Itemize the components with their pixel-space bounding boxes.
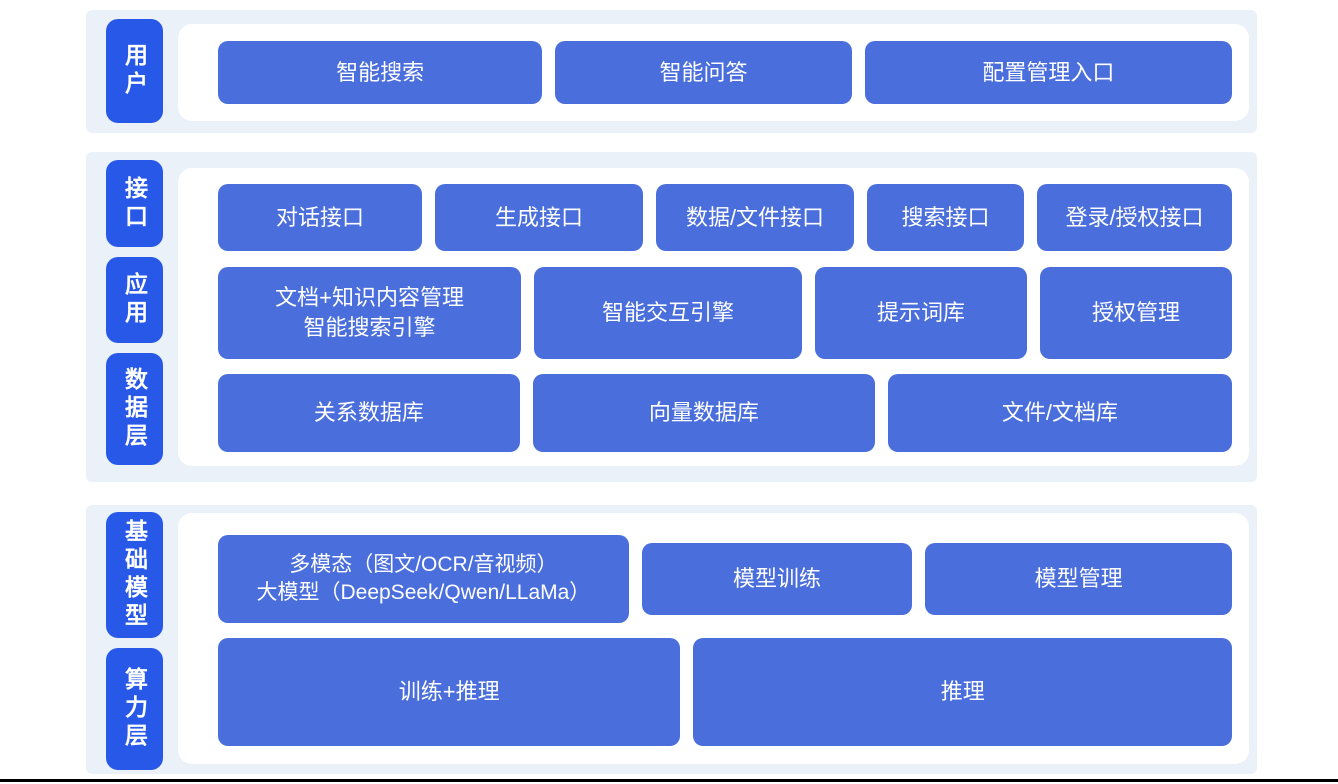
compute-row: 训练+推理 推理 [218, 638, 1232, 746]
block-training-inference: 训练+推理 [218, 638, 681, 746]
label-user-layer: 用户 [106, 19, 163, 123]
block-multimodal-llm: 多模态（图文/OCR/音视频） 大模型（DeepSeek/Qwen/LLaMa） [218, 535, 629, 623]
block-data-file-api: 数据/文件接口 [656, 184, 854, 251]
label-compute-layer: 算力层 [106, 648, 163, 770]
model-row: 多模态（图文/OCR/音视频） 大模型（DeepSeek/Qwen/LLaMa）… [218, 535, 1232, 623]
user-layer-panel: 智能搜索 智能问答 配置管理入口 [178, 24, 1249, 121]
label-application-layer: 应用 [106, 257, 163, 343]
block-auth-management: 授权管理 [1040, 266, 1232, 359]
block-search-api: 搜索接口 [867, 184, 1024, 251]
bottom-border-line [0, 779, 1338, 782]
user-layer-row: 智能搜索 智能问答 配置管理入口 [218, 41, 1232, 104]
block-line: 大模型（DeepSeek/Qwen/LLaMa） [256, 581, 591, 604]
block-login-auth-api: 登录/授权接口 [1037, 184, 1232, 251]
block-dialogue-api: 对话接口 [218, 184, 422, 251]
user-layer-band: 用户 智能搜索 智能问答 配置管理入口 [86, 10, 1257, 133]
block-model-management: 模型管理 [925, 543, 1232, 615]
middle-panel: 对话接口 生成接口 数据/文件接口 搜索接口 登录/授权接口 文档+知识内容管理… [178, 168, 1249, 466]
block-vector-db: 向量数据库 [532, 374, 875, 452]
block-prompt-library: 提示词库 [814, 266, 1028, 359]
application-row: 文档+知识内容管理 智能搜索引擎 智能交互引擎 提示词库 授权管理 [218, 266, 1232, 359]
block-relational-db: 关系数据库 [218, 374, 520, 452]
block-inference: 推理 [693, 638, 1232, 746]
data-row: 关系数据库 向量数据库 文件/文档库 [218, 374, 1232, 452]
block-line: 多模态（图文/OCR/音视频） [289, 552, 558, 576]
block-doc-knowledge-search-engine: 文档+知识内容管理 智能搜索引擎 [218, 266, 522, 359]
block-interaction-engine: 智能交互引擎 [534, 266, 802, 359]
label-interface-layer: 接口 [106, 160, 163, 247]
block-config-management-entry: 配置管理入口 [864, 41, 1232, 104]
block-smart-qa: 智能问答 [555, 41, 852, 104]
block-file-doc-store: 文件/文档库 [887, 374, 1232, 452]
block-line: 文档+知识内容管理 [275, 284, 464, 310]
interface-application-data-band: 接口 应用 数据层 对话接口 生成接口 数据/文件接口 搜索接口 登录/授权接口… [86, 152, 1257, 482]
label-data-layer: 数据层 [106, 353, 163, 465]
block-model-training: 模型训练 [641, 543, 913, 615]
bottom-panel: 多模态（图文/OCR/音视频） 大模型（DeepSeek/Qwen/LLaMa）… [178, 513, 1249, 764]
block-smart-search: 智能搜索 [218, 41, 543, 104]
foundation-compute-band: 基础模型 算力层 多模态（图文/OCR/音视频） 大模型（DeepSeek/Qw… [86, 505, 1257, 774]
interface-row: 对话接口 生成接口 数据/文件接口 搜索接口 登录/授权接口 [218, 184, 1232, 251]
block-generation-api: 生成接口 [435, 184, 643, 251]
label-foundation-model-layer: 基础模型 [106, 512, 163, 638]
block-line: 智能搜索引擎 [303, 314, 436, 340]
